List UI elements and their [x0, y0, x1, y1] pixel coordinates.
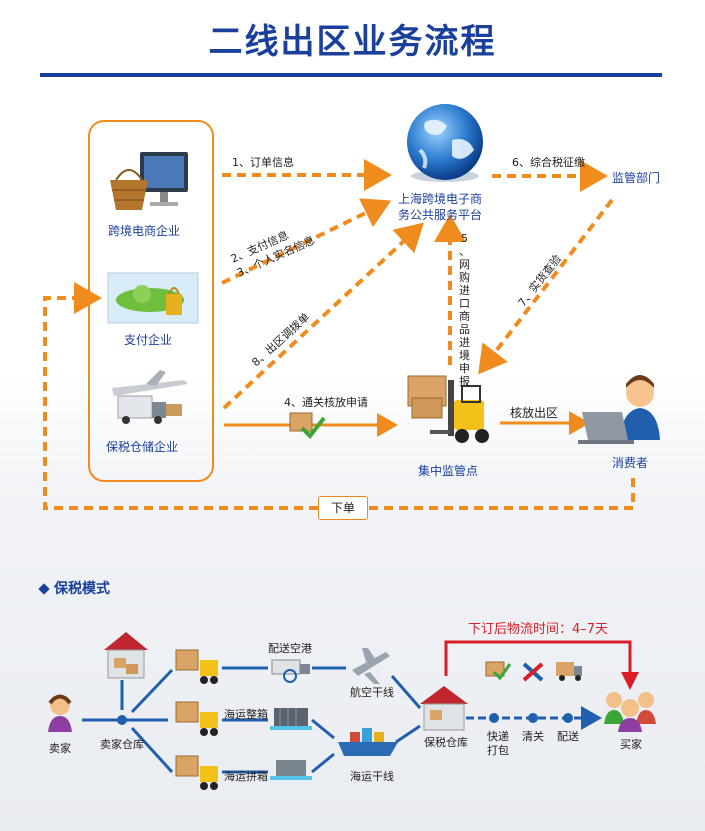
node-express	[489, 713, 499, 723]
buyer-label: 买家	[620, 738, 642, 751]
declaration-char: 进	[459, 284, 470, 297]
flow-branch-lcl	[130, 726, 174, 774]
declaration-char: 境	[459, 349, 470, 362]
title-underline	[40, 73, 662, 77]
flow-air-trunk-to-bonded	[390, 675, 422, 709]
platform-label-line1: 上海跨境电子商	[398, 192, 483, 206]
logistics-plane-truck-icon	[112, 370, 188, 424]
declaration-char: 、	[459, 245, 470, 258]
diamond-bullet-icon	[38, 583, 50, 595]
declaration-char: 商	[459, 310, 470, 323]
container-full-icon	[270, 708, 312, 730]
declaration-char: 购	[459, 271, 470, 284]
node-seller-warehouse	[117, 715, 127, 725]
payment-enterprise-label: 支付企业	[124, 333, 173, 347]
air-trunk-label: 航空干线	[350, 686, 394, 699]
seller-icon	[48, 694, 72, 732]
declaration-char: 申	[459, 362, 470, 375]
ecommerce-enterprise-label: 跨境电商企业	[108, 224, 181, 238]
forklift-icon	[407, 375, 489, 443]
time-bracket	[444, 640, 639, 690]
node-clearance	[528, 713, 538, 723]
customs-tools-icon	[522, 662, 544, 682]
seller-warehouse-icon	[104, 632, 148, 679]
forklift-small-icon-1	[175, 649, 218, 684]
warehouse-enterprise-label: 保税仓储企业	[106, 440, 179, 454]
declaration-char: 报	[459, 375, 470, 388]
flow-lcl-2	[311, 752, 335, 774]
declaration-char: 5	[461, 232, 468, 245]
consumer-icon	[578, 375, 660, 444]
platform-label-line2: 务公共服务平台	[398, 208, 483, 222]
flow-label-tax: 6、综合税征缴	[512, 156, 585, 169]
package-check-icon	[289, 412, 326, 440]
flow-branch-air	[130, 668, 174, 714]
hub-label: 集中监管点	[418, 464, 479, 478]
globe-icon	[407, 104, 483, 182]
regulator-label: 监管部门	[612, 171, 661, 185]
seller-warehouse-label: 卖家仓库	[100, 738, 144, 751]
bonded-mode-heading: 保税模式	[38, 578, 110, 598]
flow-label-declaration: 5 、 网 购 进 口 商 品 进 境 申 报	[458, 232, 471, 388]
logistics-time-note: 下订后物流时间：4–7天	[468, 622, 609, 637]
buyer-group-icon	[604, 692, 656, 732]
forklift-small-icon-3	[175, 755, 218, 790]
air-delivery-label: 配送空港	[268, 642, 312, 655]
arrow-place-order-loop	[43, 282, 635, 510]
bonded-warehouse-label: 保税仓库	[424, 736, 468, 749]
express-label-line1: 快递	[487, 730, 509, 743]
bonded-mode-heading-text: 保税模式	[54, 581, 110, 597]
declaration-char: 进	[459, 336, 470, 349]
ecommerce-computer-icon	[110, 152, 188, 210]
declaration-char: 品	[459, 323, 470, 336]
clearance-label: 清关	[522, 730, 544, 743]
seller-label: 卖家	[49, 742, 71, 755]
flow-label-release: 核放出区	[510, 406, 559, 420]
declaration-char: 网	[459, 258, 470, 271]
payment-card-icon	[107, 272, 199, 324]
page-title: 二线出区业务流程	[208, 22, 497, 62]
arrow-inspection	[478, 198, 614, 375]
flow-sea-trunk-to-bonded	[395, 724, 421, 744]
container-lcl-icon	[270, 760, 312, 780]
sea-full-label: 海运整箱	[224, 708, 268, 721]
flow-full-2	[311, 718, 335, 740]
node-delivery	[563, 713, 573, 723]
place-order-label: 下单	[318, 496, 368, 520]
delivery-truck-icon	[556, 662, 582, 681]
bonded-warehouse-icon	[420, 686, 468, 731]
express-pack-icon	[485, 661, 512, 681]
arrow-payment-info	[221, 198, 392, 285]
flow-label-clearance-apply: 4、通关核放申请	[284, 396, 368, 409]
air-delivery-truck-icon	[271, 659, 310, 683]
cargo-ship-icon	[338, 728, 398, 756]
forklift-small-icon-2	[175, 701, 218, 736]
declaration-char: 口	[459, 297, 470, 310]
sea-lcl-label: 海运拼箱	[224, 770, 268, 783]
airplane-icon	[352, 648, 390, 684]
flow-label-order-info: 1、订单信息	[232, 156, 294, 169]
sea-trunk-label: 海运干线	[350, 770, 394, 783]
delivery-label: 配送	[557, 730, 579, 743]
consumer-label: 消费者	[612, 456, 649, 470]
express-label-line2: 打包	[487, 744, 509, 757]
